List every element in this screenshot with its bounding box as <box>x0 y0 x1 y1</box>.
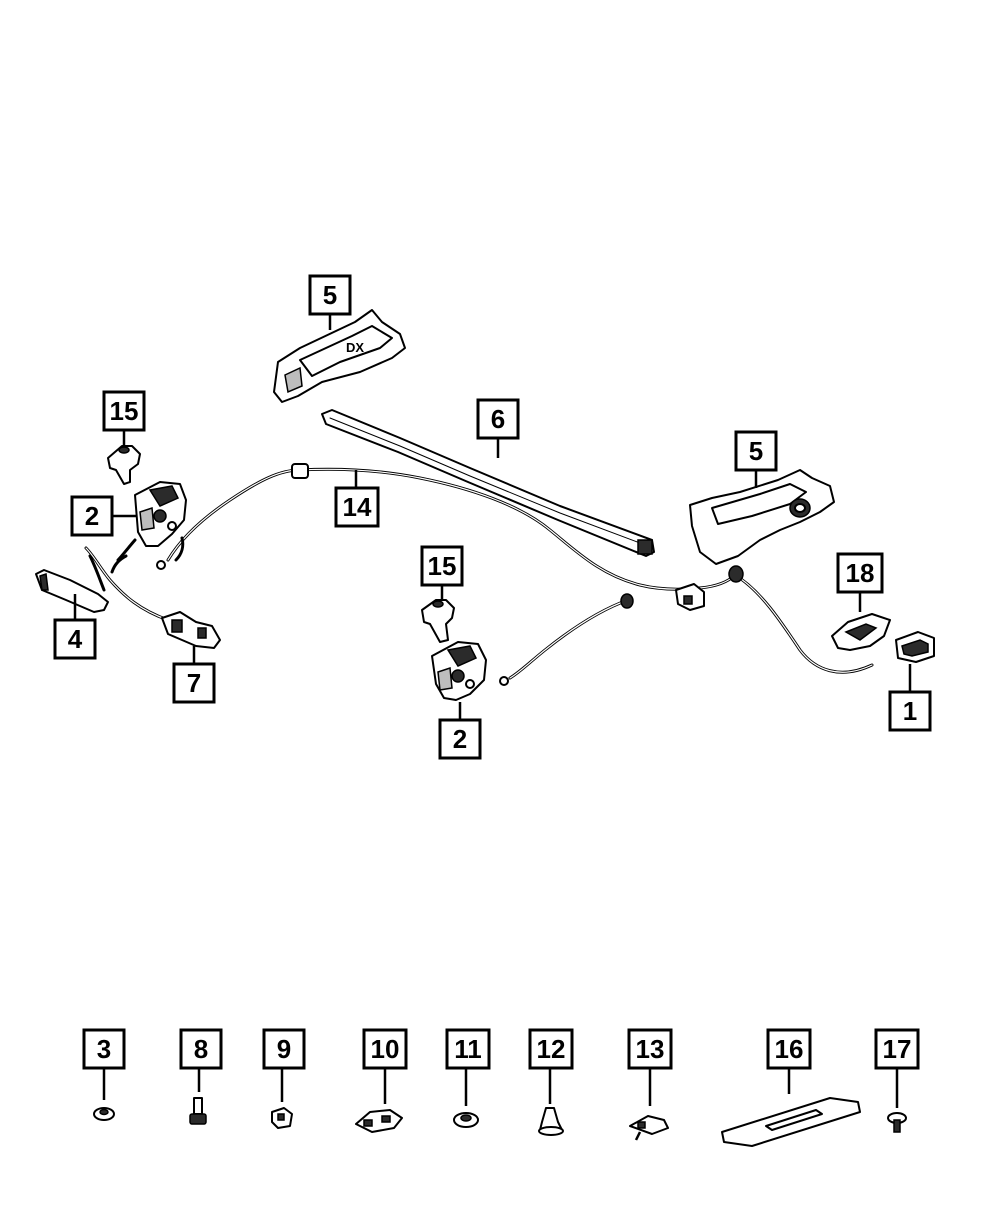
callout-2-center[interactable] <box>438 718 482 760</box>
clip-nut-part <box>271 1107 293 1129</box>
release-cable-part <box>156 463 874 686</box>
callout-14[interactable] <box>334 486 380 528</box>
callout-17-label: 17 <box>883 1034 912 1064</box>
shield-stamp: DX <box>346 340 364 355</box>
callout-7-label: 7 <box>187 668 201 698</box>
retainer-clip-part <box>629 1115 669 1141</box>
callout-8-label: 8 <box>194 1034 208 1064</box>
callout-5-upper-label: 5 <box>323 280 337 310</box>
callout-14-label: 14 <box>343 492 372 522</box>
callout-9[interactable] <box>262 1028 306 1070</box>
screw-part <box>887 1112 907 1133</box>
callout-5-upper[interactable] <box>308 274 352 316</box>
callout-15-center-label: 15 <box>428 551 457 581</box>
shield-right-part <box>689 469 835 565</box>
callout-2-left-label: 2 <box>85 501 99 531</box>
insulator-pad-part <box>721 1097 861 1147</box>
callout-16-label: 16 <box>775 1034 804 1064</box>
seal-strip-part <box>321 409 655 557</box>
striker-center-part <box>421 599 455 643</box>
callout-3-label: 3 <box>97 1034 111 1064</box>
callout-11-label: 11 <box>454 1034 482 1064</box>
callout-11[interactable] <box>445 1028 491 1070</box>
wire-clip-part <box>355 1109 403 1133</box>
callout-6-label: 6 <box>491 404 505 434</box>
callout-9-label: 9 <box>277 1034 291 1064</box>
callout-5-right-label: 5 <box>749 436 763 466</box>
callout-1-label: 1 <box>903 696 917 726</box>
callout-12[interactable] <box>528 1028 574 1070</box>
callout-2-center-label: 2 <box>453 724 467 754</box>
bolt-part <box>189 1097 207 1125</box>
release-handle-part <box>895 631 935 663</box>
shield-upper-part: DX <box>273 309 406 403</box>
callout-15-left-label: 15 <box>110 396 139 426</box>
callout-16[interactable] <box>766 1028 812 1070</box>
callout-1[interactable] <box>888 690 932 732</box>
callout-3[interactable] <box>82 1028 126 1070</box>
nut-part <box>93 1107 115 1121</box>
callout-4-label: 4 <box>68 624 83 654</box>
callout-18-label: 18 <box>846 558 875 588</box>
callout-6[interactable] <box>476 398 520 440</box>
callout-10-label: 10 <box>371 1034 400 1064</box>
latch-left-part <box>116 481 187 562</box>
handle-bracket-part <box>831 613 891 651</box>
push-pin-part <box>538 1107 564 1136</box>
callout-4[interactable] <box>53 618 97 660</box>
callout-2-left[interactable] <box>70 495 114 537</box>
striker-left-part <box>107 445 141 485</box>
grommet-part <box>453 1112 479 1128</box>
callout-15-left[interactable] <box>102 390 146 432</box>
callout-13-label: 13 <box>636 1034 665 1064</box>
release-handle-bar-part <box>35 554 109 613</box>
callout-12-label: 12 <box>537 1034 566 1064</box>
callout-8[interactable] <box>179 1028 223 1070</box>
callout-5-right[interactable] <box>734 430 778 472</box>
callout-15-center[interactable] <box>420 545 464 587</box>
callout-18[interactable] <box>836 552 884 594</box>
actuator-cable-part <box>84 546 221 649</box>
callout-7[interactable] <box>172 662 216 704</box>
latch-center-part <box>431 641 487 701</box>
